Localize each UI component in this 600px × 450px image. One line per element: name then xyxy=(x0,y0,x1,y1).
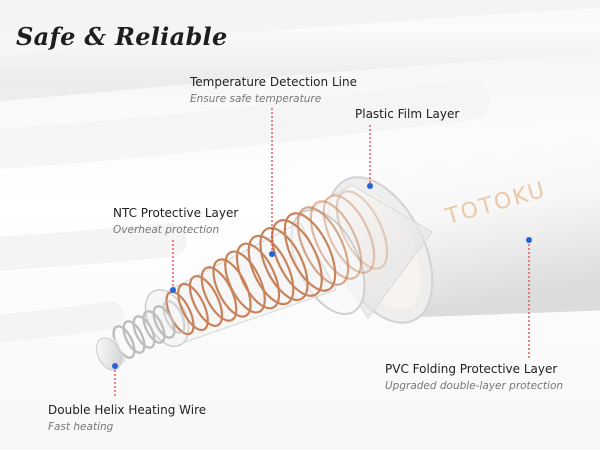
callout-subtitle: Ensure safe temperature xyxy=(190,93,322,105)
heating-wire-coil xyxy=(112,300,186,359)
callout-plastic-film-layer: Plastic Film Layer xyxy=(355,107,459,121)
callout-double-helix-heating-wire: Double Helix Heating Wire Fast heating xyxy=(48,403,206,433)
callout-subtitle: Overheat protection xyxy=(113,224,220,236)
callout-title: PVC Folding Protective Layer xyxy=(385,362,558,376)
callout-pvc-folding-protective-layer: PVC Folding Protective Layer Upgraded do… xyxy=(385,362,563,392)
leader-lines xyxy=(114,108,530,398)
callout-title: Double Helix Heating Wire xyxy=(48,403,207,417)
callout-temperature-detection-line: Temperature Detection Line Ensure safe t… xyxy=(190,75,357,105)
marker-dots xyxy=(112,183,532,369)
callout-ntc-protective-layer: NTC Protective Layer Overheat protection xyxy=(113,206,238,236)
marker-dot-temperature xyxy=(269,251,275,257)
callout-subtitle: Upgraded double-layer protection xyxy=(385,380,564,392)
callout-title: Plastic Film Layer xyxy=(355,107,460,121)
marker-dot-pvc xyxy=(526,237,532,243)
callout-title: NTC Protective Layer xyxy=(113,206,239,220)
headline: Safe & Reliable xyxy=(16,22,228,51)
marker-dot-wire xyxy=(112,363,118,369)
background-tubes xyxy=(0,8,600,343)
core-end-cap xyxy=(96,337,126,371)
temperature-detection-coil xyxy=(165,190,389,336)
marker-dot-ntc xyxy=(170,287,176,293)
callout-title: Temperature Detection Line xyxy=(190,75,357,89)
marker-dot-film xyxy=(367,183,373,189)
callout-subtitle: Fast heating xyxy=(48,421,114,433)
